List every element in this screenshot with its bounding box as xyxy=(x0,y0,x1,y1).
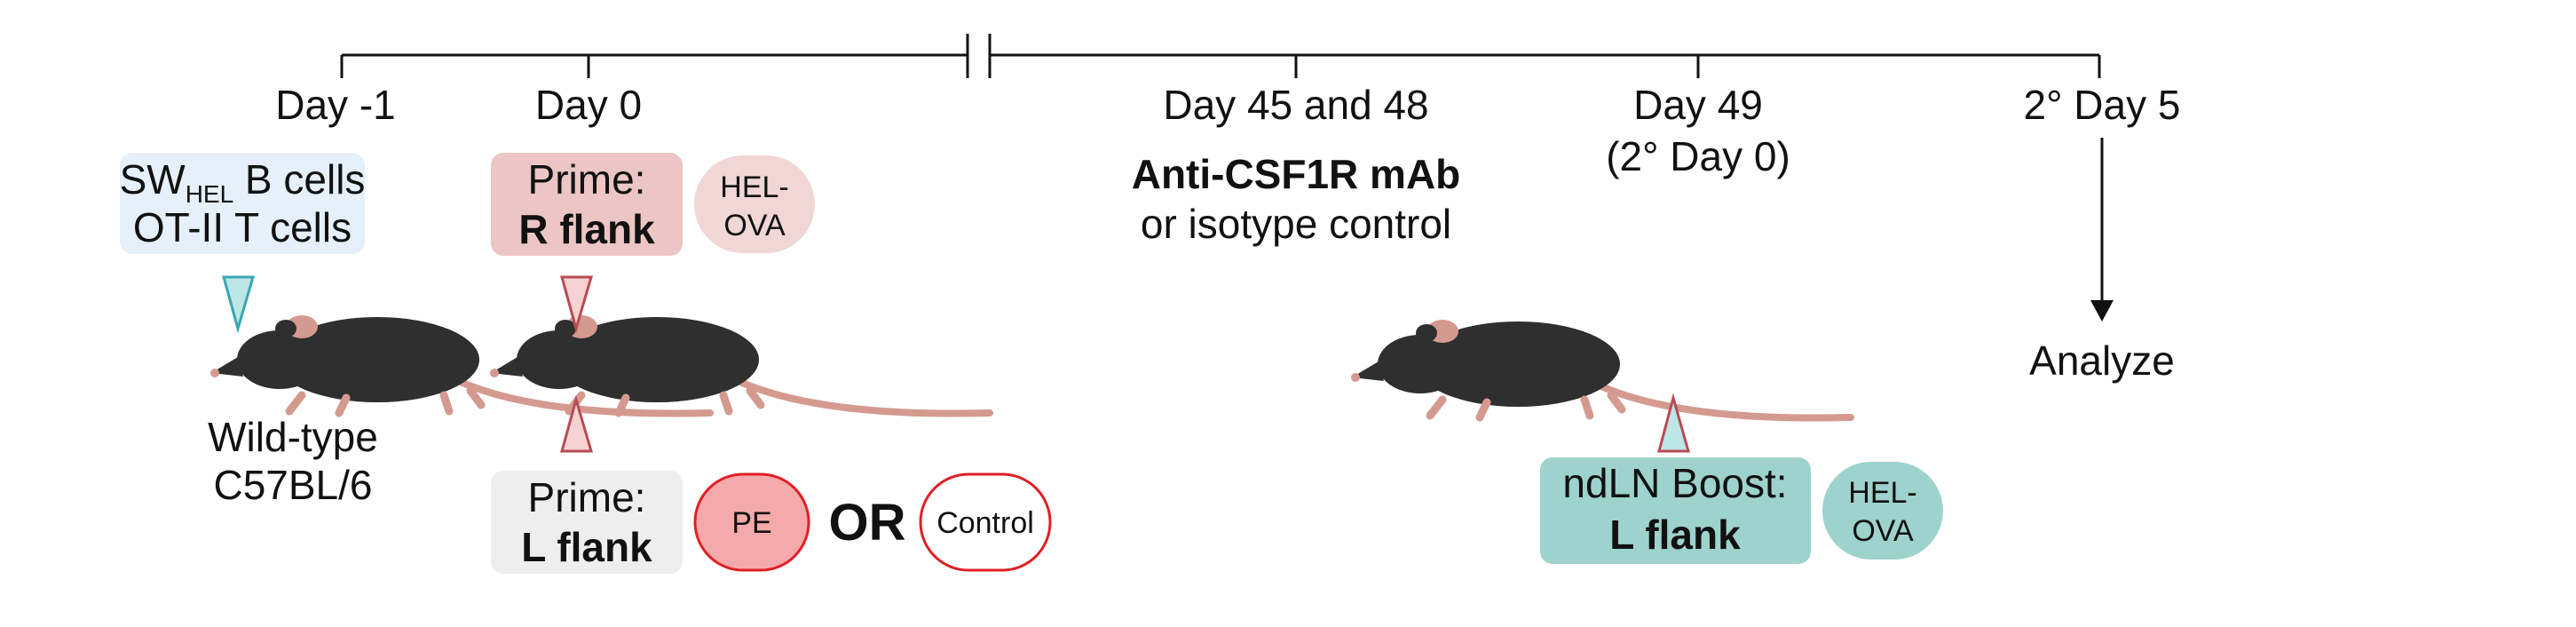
boost-line-1: ndLN Boost: xyxy=(1562,460,1787,506)
transferred-cells-box: SWHEL B cells OT-II T cells xyxy=(120,153,366,254)
mouse-boosted-icon xyxy=(1351,320,1851,418)
day-label-49: Day 49 xyxy=(1633,82,1763,128)
antigen-right-line-2: OVA xyxy=(723,209,786,242)
host-line-2: C57BL/6 xyxy=(213,462,372,508)
antigen-control-option: Control xyxy=(919,472,1052,572)
analyze-label: Analyze xyxy=(2029,337,2175,384)
cells-line-1: SWHEL B cells xyxy=(120,156,366,208)
treatment-line-1: Anti-CSF1R mAb xyxy=(1132,151,1461,197)
injection-arrow-right-flank xyxy=(560,275,594,334)
antigen-control-label: Control xyxy=(936,506,1034,540)
prime-right-line-2: R flank xyxy=(518,206,655,252)
antigen-hel-ova-right: HEL- OVA xyxy=(694,155,815,253)
prime-left-flank-box: Prime: L flank xyxy=(491,471,683,574)
or-separator: OR xyxy=(829,494,906,552)
cells-subscript: HEL xyxy=(186,180,233,208)
antigen-pe-option: PE xyxy=(693,472,810,572)
cells-line-2: OT-II T cells xyxy=(133,204,352,250)
host-line-1: Wild-type xyxy=(208,414,378,460)
antigen-hel-ova-boost: HEL- OVA xyxy=(1822,462,1943,560)
day-label-49-secondary: (2° Day 0) xyxy=(1606,133,1790,179)
antigen-pe-label: PE xyxy=(731,506,771,540)
injection-arrow-left-flank xyxy=(560,394,594,453)
prime-right-line-1: Prime: xyxy=(528,156,646,202)
ndln-boost-box: ndLN Boost: L flank xyxy=(1540,457,1811,564)
day-label-0: Day 0 xyxy=(535,82,642,128)
day-label-minus-1: Day -1 xyxy=(275,82,395,128)
antigen-boost-line-1: HEL- xyxy=(1848,476,1916,510)
day-label-2nd-day-5: 2° Day 5 xyxy=(2024,82,2181,128)
boost-line-2: L flank xyxy=(1609,512,1741,558)
prime-right-flank-box: Prime: R flank xyxy=(491,153,683,256)
antigen-boost-line-2: OVA xyxy=(1852,514,1914,548)
prime-left-line-2: L flank xyxy=(521,524,652,570)
injection-arrow-cells xyxy=(222,275,256,334)
analyze-arrow xyxy=(2090,138,2114,321)
timeline-axis xyxy=(340,34,2101,78)
prime-left-line-1: Prime: xyxy=(528,474,646,520)
day-label-45-48: Day 45 and 48 xyxy=(1163,82,1428,128)
injection-arrow-boost xyxy=(1657,393,1690,453)
treatment-line-2: or isotype control xyxy=(1141,201,1451,247)
mouse-primed-icon xyxy=(490,315,990,414)
antigen-right-line-1: HEL- xyxy=(720,171,788,204)
